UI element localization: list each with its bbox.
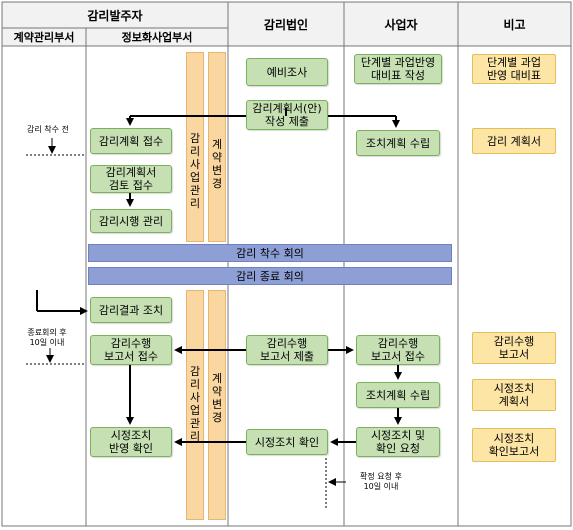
plan-receive-box: 감리계획 접수 [90, 128, 172, 154]
audit-mgmt-bar-bottom [186, 290, 204, 520]
header-client: 감리발주자 [2, 2, 228, 28]
note-correction-report: 시정조치 확인보고서 [472, 428, 556, 462]
correction-confirm-box: 시정조치 확인 [246, 429, 328, 455]
annotation-before-start: 감리 착수 전 [27, 125, 69, 134]
closing-meeting-bar: 감리 종료 회의 [88, 267, 452, 285]
action-plan-2-box: 조치계획 수립 [356, 382, 440, 408]
contract-change-bar-bottom [208, 290, 226, 520]
note-stage-table: 단계별 과업 반영 대비표 [472, 54, 556, 84]
contract-change-label-bottom: 계약변경 [211, 372, 223, 424]
plan-review-box: 감리계획서 검토 접수 [90, 165, 172, 193]
audit-mgmt-label-bottom: 감리사업관리 [189, 365, 201, 443]
annotation-after-closing: 종료회의 후 10일 이내 [27, 328, 67, 347]
stage-table-box: 단계별 과업반영 대비표 작성 [354, 54, 442, 84]
kickoff-meeting-bar: 감리 착수 회의 [88, 244, 452, 262]
audit-mgmt-label-top: 감리사업관리 [189, 132, 201, 210]
report-receive-operator-box: 감리수행 보고서 접수 [356, 335, 440, 365]
correction-request-box: 시정조치 및 확인 요청 [356, 427, 440, 457]
correction-confirm-client-box: 시정조치 반영 확인 [90, 427, 172, 457]
result-action-box: 감리결과 조치 [90, 297, 172, 323]
audit-mgmt-box: 감리시행 관리 [90, 209, 172, 233]
contract-change-bar-top [208, 52, 226, 242]
header-info-dept: 정보화사업부서 [86, 28, 228, 46]
note-audit-plan: 감리 계획서 [472, 128, 556, 154]
note-audit-report: 감리수행 보고서 [472, 332, 556, 364]
audit-mgmt-bar-top [186, 52, 204, 242]
note-correction-plan: 시정조치 계획서 [472, 379, 556, 411]
header-auditor: 감리법인 [228, 2, 344, 46]
preliminary-box: 예비조사 [246, 58, 328, 86]
action-plan-box: 조치계획 수립 [356, 130, 440, 156]
header-operator: 사업자 [344, 2, 458, 46]
report-receive-client-box: 감리수행 보고서 접수 [90, 335, 172, 365]
annotation-after-confirm: 확정 요청 후 10일 이내 [360, 472, 402, 491]
contract-change-label-top: 계약변경 [211, 138, 223, 190]
header-contract-dept: 계약관리부서 [2, 28, 86, 46]
report-submit-box: 감리수행 보고서 제출 [246, 335, 328, 365]
header-remarks: 비고 [458, 2, 571, 46]
